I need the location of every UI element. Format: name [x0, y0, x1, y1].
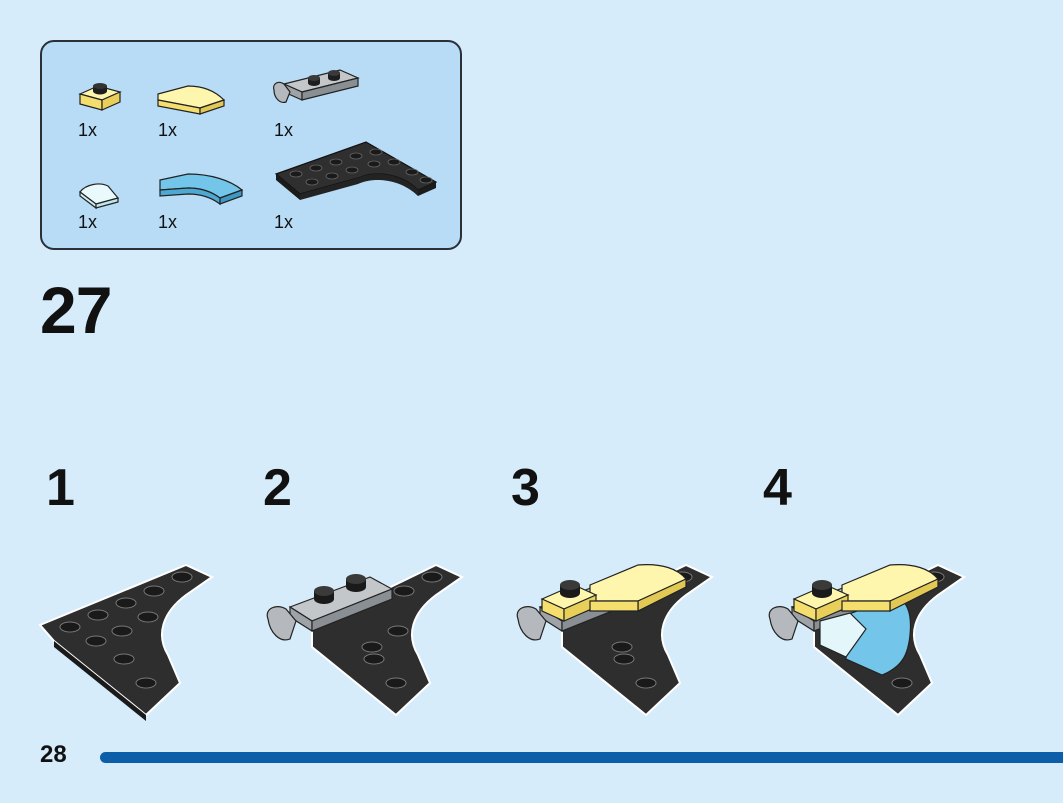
step-number: 27	[40, 273, 112, 347]
substep-4-illustration	[768, 563, 967, 717]
part-qty: 1x	[274, 120, 294, 140]
blue-curved-tile-part-icon	[159, 173, 244, 206]
part-qty: 1x	[78, 212, 98, 232]
yellow-slope-part-icon	[157, 85, 226, 115]
part-qty: 1x	[78, 120, 98, 140]
substep-number: 2	[263, 459, 292, 517]
substep-2-illustration	[266, 563, 465, 717]
yellow-plate-part-icon	[78, 83, 122, 111]
part-qty: 1x	[158, 212, 178, 232]
substep-3-illustration	[516, 563, 715, 717]
substep-number: 3	[511, 459, 540, 517]
trans-tile-part-icon	[79, 183, 120, 210]
gray-clip-plate-part-icon	[273, 69, 360, 103]
parts-list-box: 1x 1x 1x 1x 1x	[40, 40, 462, 250]
page-number: 28	[40, 741, 67, 768]
substep-1-illustration	[38, 563, 215, 721]
black-wedge-plate-part-icon	[274, 141, 438, 200]
substep-number: 4	[763, 459, 792, 517]
progress-bar	[100, 752, 1063, 763]
part-qty: 1x	[158, 120, 178, 140]
part-qty: 1x	[274, 212, 294, 232]
substep-number: 1	[46, 459, 75, 517]
